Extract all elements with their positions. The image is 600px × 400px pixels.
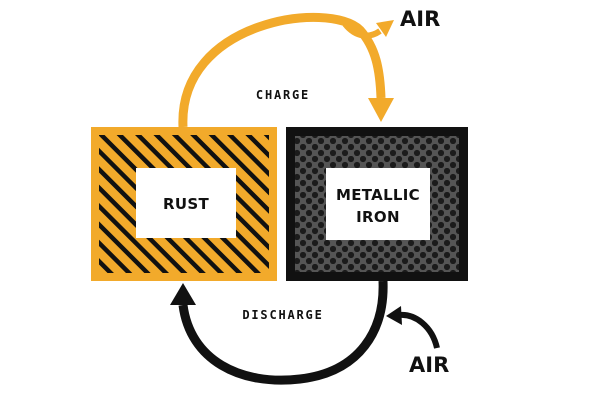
air-out-arrowhead [376,20,394,37]
charge-label: CHARGE [256,88,310,102]
discharge-label: DISCHARGE [242,308,323,322]
rust-label-panel [136,168,236,238]
discharge-arrow [170,280,388,385]
metallic-iron-box: METALLIC IRON [286,127,468,281]
iron-label-line1: METALLIC [336,186,420,204]
air-in-label: AIR [409,353,449,377]
iron-label-line2: IRON [356,208,400,226]
rust-label: RUST [163,195,209,213]
charge-arrow [178,12,394,128]
iron-label-panel [326,168,430,240]
discharge-arrowhead [170,283,196,305]
air-out-arrow [342,20,394,39]
air-in-arrow [386,306,440,349]
air-in-arrowhead [386,306,402,325]
rust-box: RUST [91,127,277,281]
charge-arrowhead [368,98,394,122]
air-out-label: AIR [400,7,440,31]
